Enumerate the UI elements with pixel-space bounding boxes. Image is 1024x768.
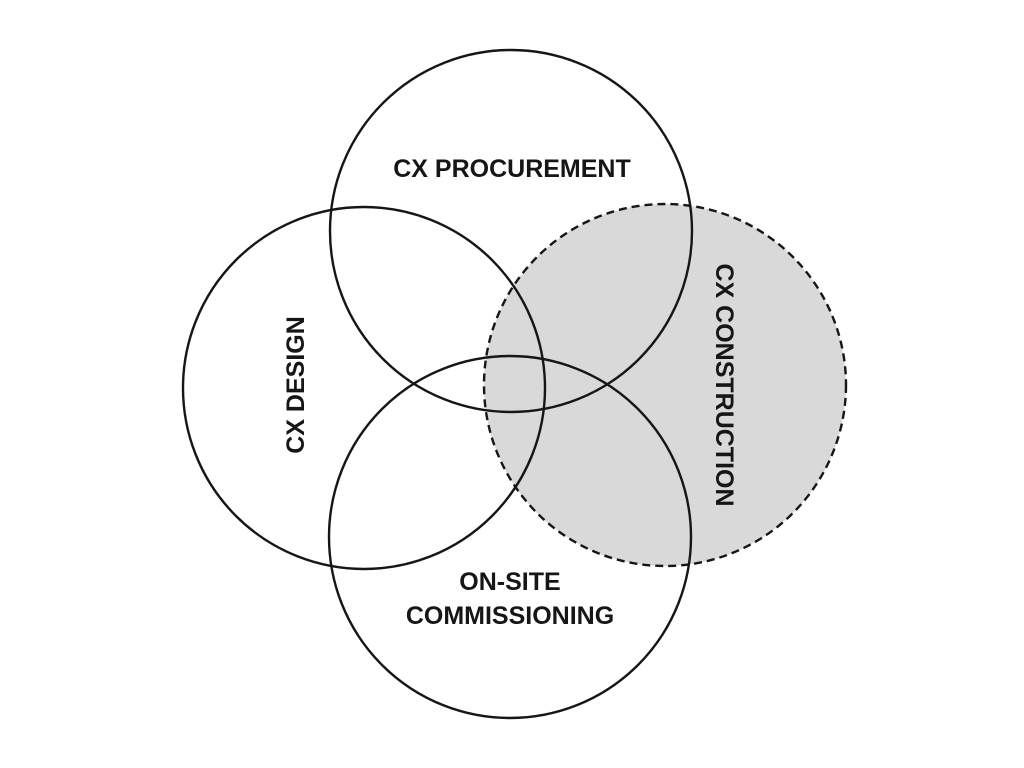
- label-cx-procurement: CX PROCUREMENT: [393, 155, 631, 183]
- circle-cx-construction: [482, 202, 848, 568]
- label-cx-design: CX DESIGN: [282, 316, 310, 454]
- circle-cx-design: [181, 205, 547, 571]
- circle-cx-procurement: [328, 48, 694, 414]
- circle-on-site-commissioning: [327, 354, 693, 720]
- label-on-site-commissioning-line1: ON-SITE: [459, 568, 560, 596]
- label-on-site-commissioning-line2: COMMISSIONING: [406, 602, 614, 630]
- label-cx-construction: CX CONSTRUCTION: [710, 263, 738, 506]
